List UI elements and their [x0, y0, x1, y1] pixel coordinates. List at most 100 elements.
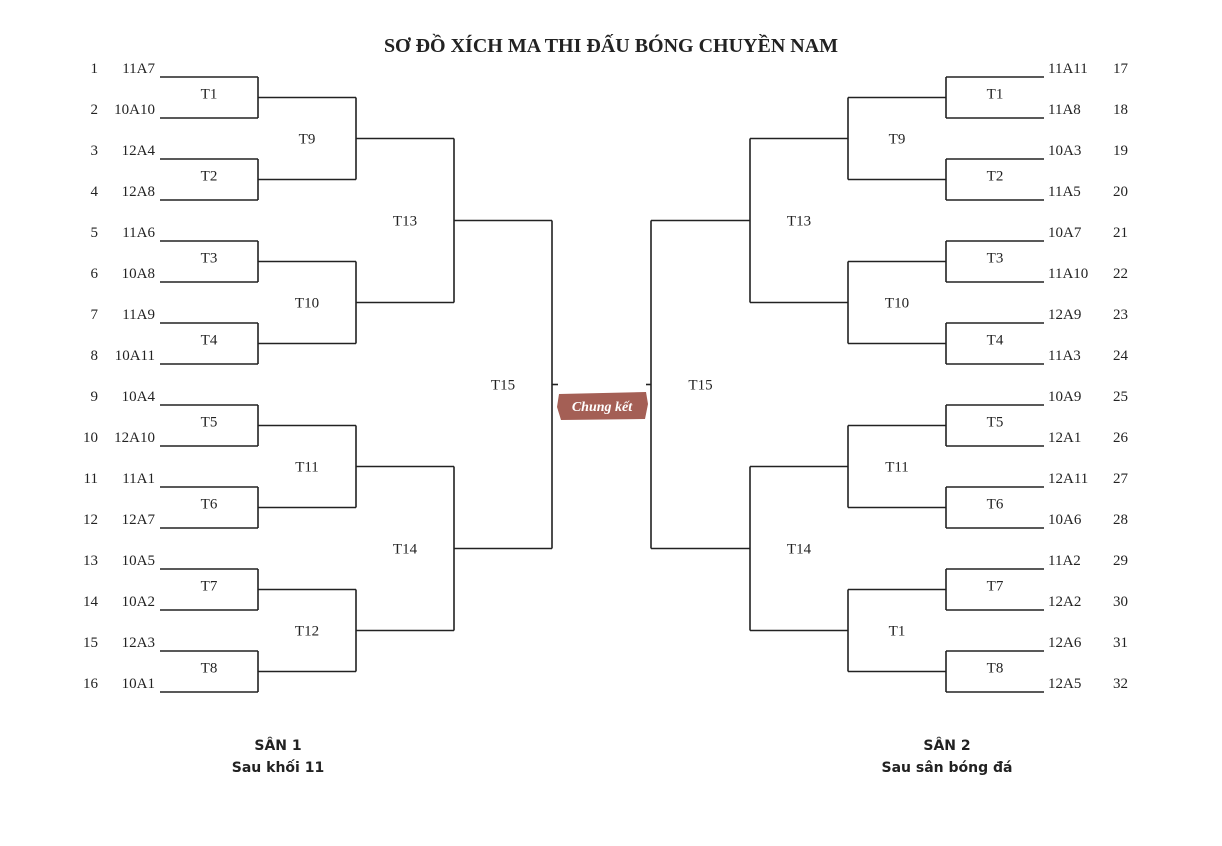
team-seed-number: 17	[1113, 61, 1129, 77]
team-seed-number: 24	[1113, 348, 1129, 364]
team-seed-number: 10	[83, 430, 98, 446]
team-seed-number: 1	[91, 61, 99, 77]
team-seed-number: 5	[91, 225, 99, 241]
team-name: 10A9	[1048, 389, 1081, 405]
team-seed-number: 8	[91, 348, 99, 364]
team-seed-number: 19	[1113, 143, 1128, 159]
team-name: 12A11	[1048, 471, 1088, 487]
team-name: 11A11	[1048, 61, 1088, 77]
team-name: 12A8	[122, 184, 155, 200]
match-label: T8	[201, 661, 218, 677]
match-label: T7	[201, 579, 218, 595]
team-name: 11A5	[1048, 184, 1081, 200]
team-name: 10A4	[122, 389, 156, 405]
team-seed-number: 31	[1113, 635, 1128, 651]
team-name: 10A11	[115, 348, 155, 364]
team-seed-number: 18	[1113, 102, 1128, 118]
match-label: T10	[885, 296, 909, 312]
page-title: SƠ ĐỒ XÍCH MA THI ĐẤU BÓNG CHUYỀN NAM	[384, 33, 838, 57]
match-label: T13	[393, 214, 417, 230]
match-label: T4	[987, 333, 1004, 349]
team-seed-number: 29	[1113, 553, 1128, 569]
team-name: 11A9	[122, 307, 155, 323]
team-name: 11A2	[1048, 553, 1081, 569]
team-name: 12A7	[122, 512, 156, 528]
team-seed-number: 11	[84, 471, 98, 487]
match-label: T7	[987, 579, 1004, 595]
team-seed-number: 20	[1113, 184, 1128, 200]
team-seed-number: 12	[83, 512, 98, 528]
match-label: T4	[201, 333, 218, 349]
match-label: T14	[393, 542, 418, 558]
right-venue: SÂN 2	[923, 737, 970, 754]
team-seed-number: 30	[1113, 594, 1128, 610]
team-name: 10A6	[1048, 512, 1082, 528]
match-label: T5	[201, 415, 218, 431]
final-badge: Chung kết	[557, 392, 648, 420]
match-label: T14	[787, 542, 812, 558]
team-name: 11A10	[1048, 266, 1088, 282]
match-label: T15	[688, 378, 712, 394]
team-seed-number: 9	[91, 389, 99, 405]
team-seed-number: 28	[1113, 512, 1128, 528]
team-seed-number: 25	[1113, 389, 1128, 405]
match-label: T9	[299, 132, 316, 148]
team-seed-number: 7	[91, 307, 99, 323]
team-name: 11A7	[122, 61, 155, 77]
team-name: 12A6	[1048, 635, 1082, 651]
match-label: T5	[987, 415, 1004, 431]
team-name: 12A10	[114, 430, 155, 446]
match-label: T6	[987, 497, 1004, 513]
team-name: 11A1	[122, 471, 155, 487]
team-name: 12A4	[122, 143, 156, 159]
team-seed-number: 21	[1113, 225, 1128, 241]
bracket-lines	[160, 76, 1044, 693]
team-seed-number: 3	[91, 143, 99, 159]
team-name: 12A2	[1048, 594, 1081, 610]
team-name: 10A7	[1048, 225, 1082, 241]
match-label: T11	[885, 460, 909, 476]
team-seed-number: 26	[1113, 430, 1129, 446]
team-seed-number: 14	[83, 594, 99, 610]
match-label: T3	[201, 251, 218, 267]
match-label: T12	[295, 624, 319, 640]
team-seed-number: 15	[83, 635, 98, 651]
match-label: T11	[295, 460, 319, 476]
match-label: T1	[201, 87, 218, 103]
team-name: 10A2	[122, 594, 155, 610]
team-seed-number: 16	[83, 676, 99, 692]
match-label: T8	[987, 661, 1004, 677]
final-label: Chung kết	[572, 400, 633, 415]
team-name: 10A8	[122, 266, 155, 282]
final-badge-shape	[557, 392, 648, 420]
right-venue-sub: Sau sân bóng đá	[882, 760, 1013, 776]
match-label: T10	[295, 296, 319, 312]
match-label: T3	[987, 251, 1004, 267]
team-name: 10A3	[1048, 143, 1081, 159]
team-seed-number: 22	[1113, 266, 1128, 282]
left-venue-sub: Sau khối 11	[232, 759, 324, 776]
team-seed-number: 6	[91, 266, 99, 282]
team-seed-number: 23	[1113, 307, 1128, 323]
team-seed-number: 32	[1113, 676, 1128, 692]
team-name: 12A9	[1048, 307, 1081, 323]
team-name: 10A10	[114, 102, 155, 118]
match-label: T15	[491, 378, 515, 394]
team-name: 12A3	[122, 635, 155, 651]
team-name: 11A3	[1048, 348, 1081, 364]
team-seed-number: 2	[91, 102, 99, 118]
team-name: 12A5	[1048, 676, 1081, 692]
match-label: T1	[987, 87, 1004, 103]
match-label: T2	[987, 169, 1004, 185]
team-seed-number: 4	[91, 184, 99, 200]
match-label: T6	[201, 497, 218, 513]
team-seed-number: 27	[1113, 471, 1129, 487]
team-name: 10A5	[122, 553, 155, 569]
team-name: 11A8	[1048, 102, 1081, 118]
left-venue: SÂN 1	[254, 737, 301, 754]
match-label: T9	[889, 132, 906, 148]
match-label: T1	[889, 624, 906, 640]
team-name: 12A1	[1048, 430, 1081, 446]
